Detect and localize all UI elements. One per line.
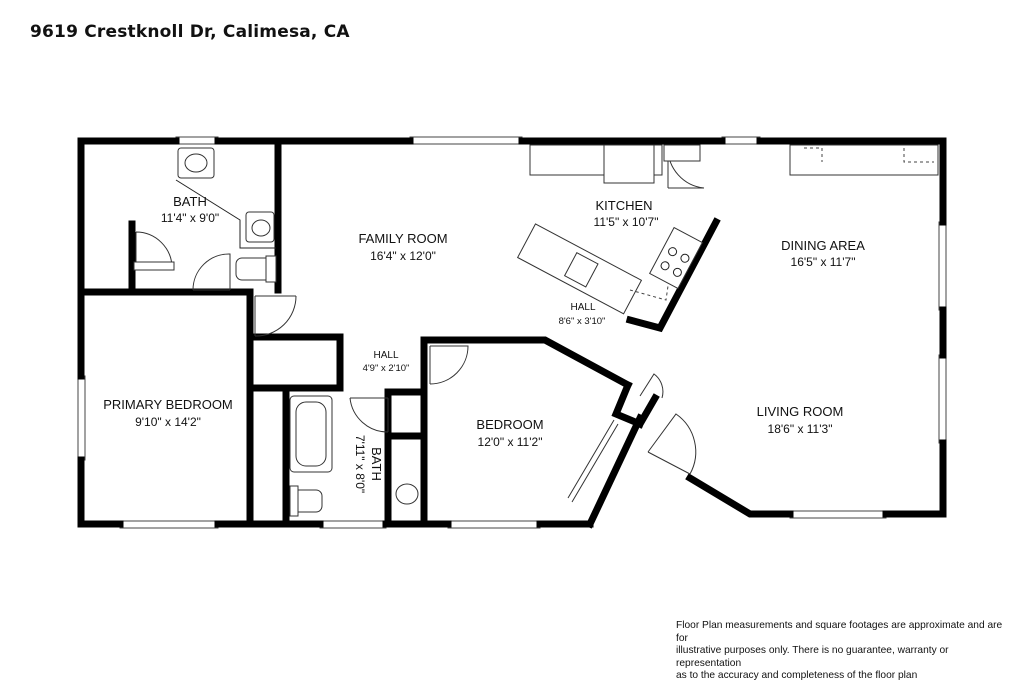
room-label-primary-bedroom: PRIMARY BEDROOM [103,397,233,412]
room-dims-hall-kitchen: 8'6" x 3'10" [559,316,606,327]
room-label-bedroom: BEDROOM [476,417,543,432]
disclaimer-line-3: as to the accuracy and completeness of t… [676,670,918,681]
room-label-bath-top: BATH [173,194,207,209]
room-label-bath-center: BATH [369,447,384,481]
room-dims-bedroom: 12'0" x 11'2" [478,435,543,449]
room-label-family-room: FAMILY ROOM [358,231,447,246]
walls [77,137,947,529]
room-label-hall-center: HALL [373,350,398,361]
disclaimer-line-1: Floor Plan measurements and square foota… [676,620,1003,644]
room-dims-kitchen: 11'5" x 10'7" [594,215,659,229]
page-title: 9619 Crestknoll Dr, Calimesa, CA [30,22,350,42]
disclaimer: Floor Plan measurements and square foota… [676,620,1016,683]
disclaimer-line-2: illustrative purposes only. There is no … [676,645,949,669]
room-dims-bath-top: 11'4" x 9'0" [161,211,219,225]
room-label-hall-kitchen: HALL [570,302,595,313]
room-dims-bath-center: 7'11" x 8'0" [353,435,367,493]
room-label-kitchen: KITCHEN [595,198,652,213]
windows [77,136,947,529]
room-dims-living-room: 18'6" x 11'3" [768,422,833,436]
room-dims-dining-area: 16'5" x 11'7" [791,255,856,269]
room-labels: BATH 11'4" x 9'0" FAMILY ROOM 16'4" x 12… [103,194,865,493]
room-dims-primary-bedroom: 9'10" x 14'2" [135,415,201,429]
room-dims-family-room: 16'4" x 12'0" [370,249,436,263]
room-label-living-room: LIVING ROOM [757,404,844,419]
room-label-dining-area: DINING AREA [781,238,865,253]
fixtures [133,144,939,517]
room-dims-hall-center: 4'9" x 2'10" [363,363,410,374]
